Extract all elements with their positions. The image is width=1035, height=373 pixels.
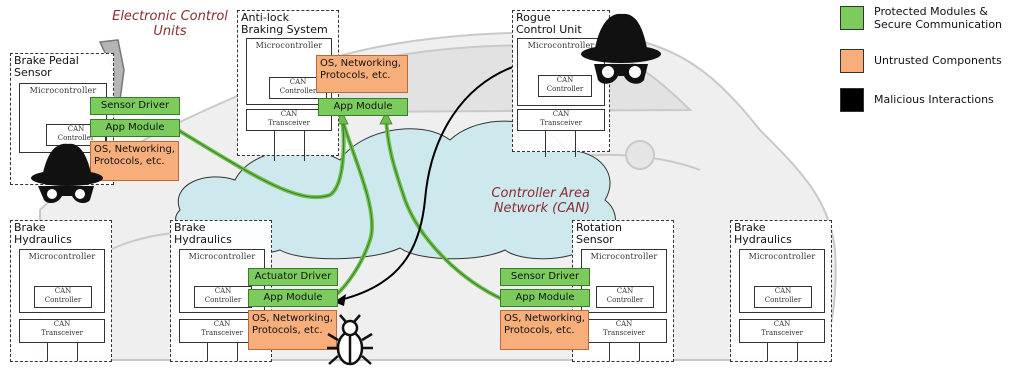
os-networking-box: OS, Networking, Protocols, etc. [90,141,179,181]
legend-label-protected: Protected Modules &Secure Communication [874,5,1003,31]
os-networking-box: OS, Networking, Protocols, etc. [248,310,337,350]
ecu-title: Brake Hydraulics [174,221,232,246]
legend-swatch-untrusted [840,49,864,73]
os-networking-box: OS, Networking, Protocols, etc. [500,310,589,350]
app-module-box: App Module [318,98,408,116]
microcontroller-label: Microcontroller [28,252,96,261]
legend-swatch-protected [840,6,864,30]
ecu-title: Rotation Sensor [576,221,623,246]
microcontroller-label: Microcontroller [590,252,658,261]
hacker-icon [581,13,661,84]
microcontroller-label: Microcontroller [527,41,595,50]
ecu-title: Rogue Control Unit [516,11,582,36]
app-module-box: App Module [248,289,338,307]
legend-label-untrusted: Untrusted Components [874,54,1002,67]
malicious-interaction-arrow [339,61,529,301]
legend-label-malicious: Malicious Interactions [874,93,994,106]
microcontroller-label: Microcontroller [188,252,256,261]
sensor-driver-box: Sensor Driver [500,268,590,286]
microcontroller-label: Microcontroller [29,86,97,95]
ecu-title: Anti-lock Braking System [241,11,328,36]
hacker-icon [31,143,103,204]
ecu-title: Brake Hydraulics [734,221,792,246]
app-module-box: App Module [90,119,180,137]
ecu-abs: Anti-lock Braking System Microcontroller… [237,10,339,161]
actuator-driver-box: Actuator Driver [248,268,338,286]
microcontroller-label: Microcontroller [748,252,816,261]
ecu-title: Brake Pedal Sensor [14,54,79,79]
bug-icon [327,314,373,366]
os-networking-box: OS, Networking, Protocols, etc. [316,55,408,93]
sensor-driver-box: Sensor Driver [90,97,180,115]
legend-swatch-malicious [840,88,864,112]
microcontroller-label: Microcontroller [255,41,323,50]
app-module-box: App Module [500,289,590,307]
secure-communication-arrow-outlines [177,117,505,301]
ecu-title: Brake Hydraulics [14,221,72,246]
